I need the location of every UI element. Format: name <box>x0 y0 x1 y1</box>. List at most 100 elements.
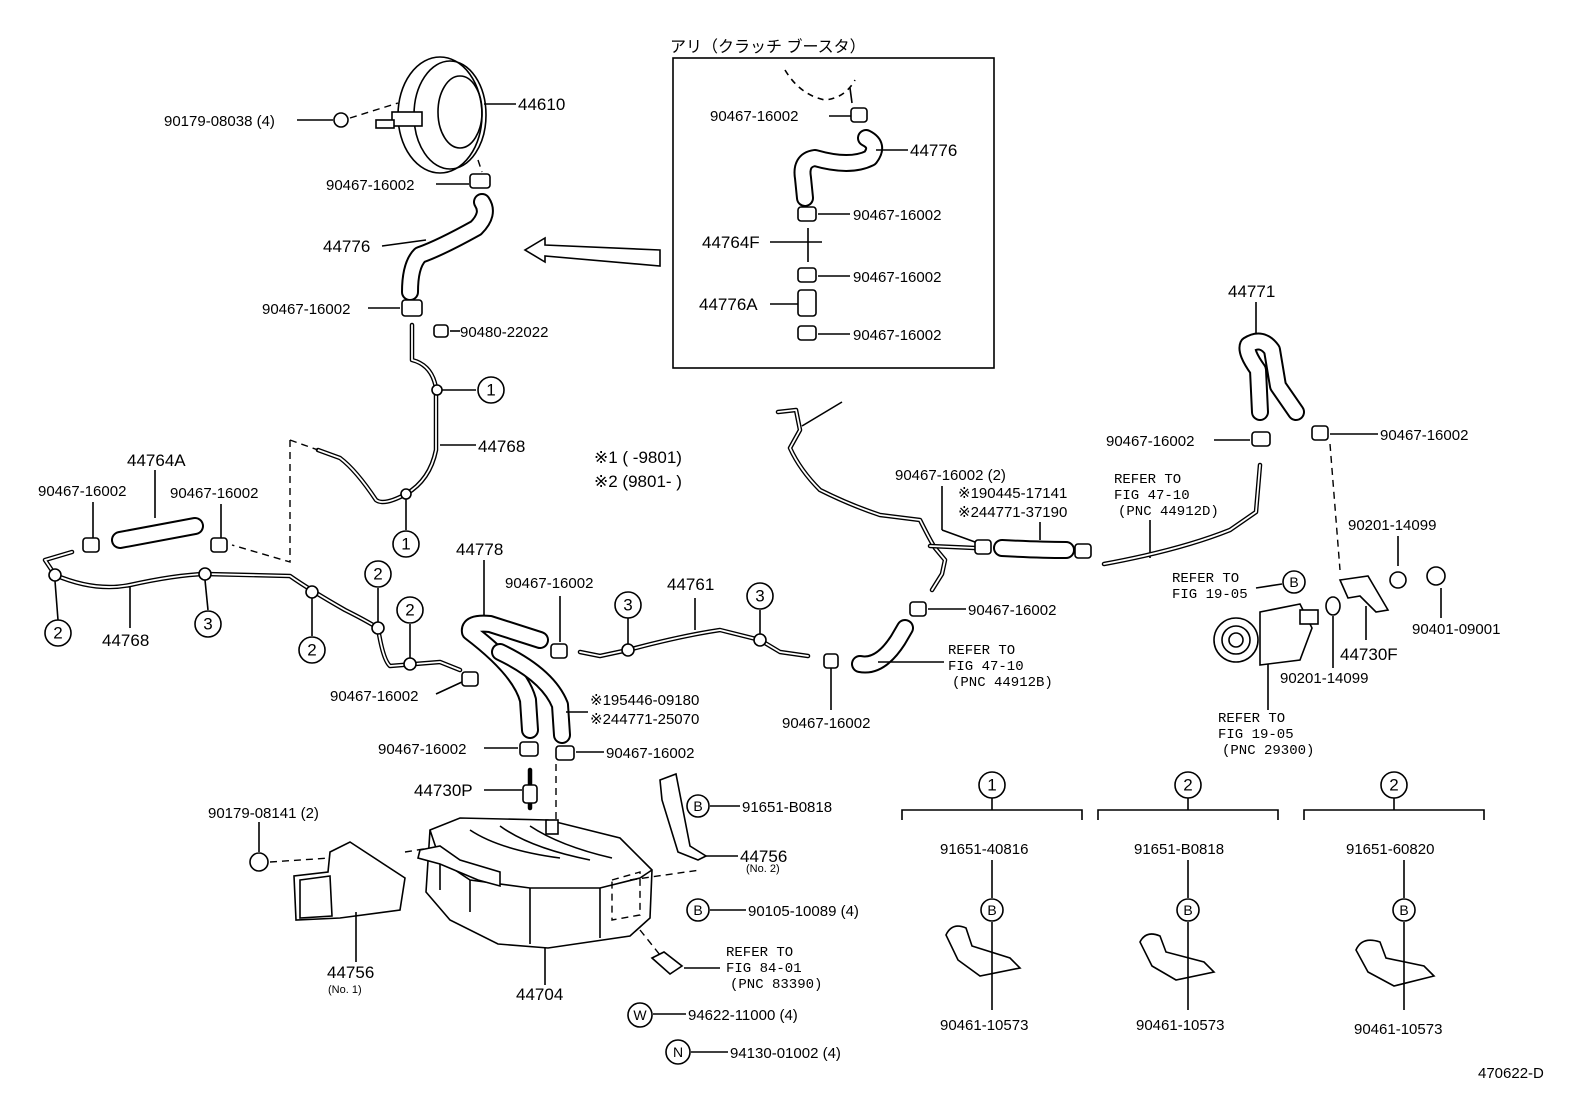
center-clamp-d <box>823 653 839 669</box>
svg-text:W: W <box>633 1007 647 1023</box>
label-left-tube: 44768 <box>102 631 149 650</box>
label-right-valve: 44730F <box>1340 645 1398 664</box>
refer-2-line-3: (PNC 44912D) <box>1118 504 1219 520</box>
svg-text:2: 2 <box>307 641 316 660</box>
refer-3-line-2: FIG 19-05 <box>1172 587 1248 603</box>
note-1: ※1 ( -9801) <box>594 448 682 467</box>
inset-label-hose: 44776 <box>910 141 957 160</box>
detail-3-clamp-part <box>1355 939 1436 987</box>
label-right-washer1: 90201-14099 <box>1348 517 1436 534</box>
right-group: 90467-16002 (2) ※190445-17141 ※244771-37… <box>775 282 1500 759</box>
left-group: 44764A 90467-16002 90467-16002 44768 904… <box>38 451 479 705</box>
svg-text:2: 2 <box>1183 776 1192 795</box>
marker-1-a <box>477 376 505 404</box>
label-booster-hose: 44776 <box>323 237 370 256</box>
inset-clamp-mid2 <box>797 267 817 283</box>
booster-tube <box>315 322 439 505</box>
label-booster-nut: 90179-08038 (4) <box>164 113 275 130</box>
detail-1-bolt: 90461-10573 <box>940 1017 1028 1034</box>
label-center-alt2: ※244771-25070 <box>590 711 699 728</box>
refer-3-line-1: REFER TO <box>1172 571 1239 587</box>
detail-2-clamp: 91651-B0818 <box>1134 841 1224 858</box>
booster-nut <box>333 112 349 128</box>
refer-4-line-2: FIG 19-05 <box>1218 727 1294 743</box>
refer-2-line-1: REFER TO <box>1114 472 1181 488</box>
svg-text:N: N <box>673 1044 683 1060</box>
label-center-hose: 44778 <box>456 540 503 559</box>
svg-text:3: 3 <box>203 615 212 634</box>
svg-text:2: 2 <box>405 601 414 620</box>
booster-grommet <box>433 324 449 338</box>
booster-clamp-2 <box>401 299 423 317</box>
label-center-clamp-e: 90467-16002 <box>968 602 1056 619</box>
label-right-hose: 44771 <box>1228 282 1275 301</box>
detail-3-bolt: 90461-10573 <box>1354 1021 1442 1038</box>
marker-B-bolt <box>686 898 710 922</box>
right-washer1 <box>1389 571 1407 589</box>
right-plug <box>1426 566 1446 586</box>
marker-3-a <box>194 610 222 638</box>
right-washer2 <box>1325 596 1341 616</box>
marker-2-a <box>44 619 72 647</box>
marker-N <box>665 1039 691 1065</box>
label-tank-clamp-b: 91651-B0818 <box>742 799 832 816</box>
refer-5-line-1: REFER TO <box>726 945 793 961</box>
svg-text:B: B <box>1399 902 1408 918</box>
left-clamp-left <box>82 537 100 553</box>
svg-text:1: 1 <box>401 535 410 554</box>
label-right-clamp-b: 90467-16002 <box>1380 427 1468 444</box>
refer-1-line-1: REFER TO <box>948 643 1015 659</box>
right-clamp-2b <box>1074 543 1092 559</box>
label-left-clamp-left: 90467-16002 <box>38 483 126 500</box>
center-clamp-b <box>519 741 539 757</box>
svg-text:B: B <box>987 902 996 918</box>
marker-3-c <box>746 582 774 610</box>
label-booster: 44610 <box>518 95 565 114</box>
right-clamp-b <box>1311 425 1329 441</box>
refer-5-line-3: (PNC 83390) <box>730 977 822 993</box>
label-center-clamp-a: 90467-16002 <box>505 575 593 592</box>
label-right-clamp2: 90467-16002 (2) <box>895 467 1006 484</box>
svg-text:B: B <box>693 798 702 814</box>
label-center-clamp-d: 90467-16002 <box>782 715 870 732</box>
label-center-tube: 44761 <box>667 575 714 594</box>
marker-3-b <box>614 591 642 619</box>
svg-text:2: 2 <box>53 624 62 643</box>
tank-group: 90179-08141 (2) 44756 (No. 1) 44704 B 91… <box>208 772 859 1065</box>
inset-label-clamp-mid2: 90467-16002 <box>853 269 941 286</box>
label-right-alt1: ※190445-17141 <box>958 485 1067 502</box>
label-booster-tube: 44768 <box>478 437 525 456</box>
inset-frame <box>672 57 995 369</box>
inset-clamp-bottom <box>797 325 817 341</box>
svg-text:3: 3 <box>755 587 764 606</box>
refer-4-line-1: REFER TO <box>1218 711 1285 727</box>
svg-text:2: 2 <box>1389 776 1398 795</box>
inset-clutch-booster: アリ（クラッチ ブースタ） 90467-16002 44776 90467-16… <box>670 37 995 369</box>
label-center-clamp-c: 90467-16002 <box>606 745 694 762</box>
inset-clamp-top <box>850 107 868 123</box>
refer-4-line-3: (PNC 29300) <box>1222 743 1314 759</box>
label-booster-grommet: 90480-22022 <box>460 324 548 341</box>
label-tank-washer: 94622-11000 (4) <box>688 1007 798 1024</box>
label-right-clamp-a: 90467-16002 <box>1106 433 1194 450</box>
detail-1-clamp: 91651-40816 <box>940 841 1028 858</box>
detail-2-clamp-part <box>1139 933 1216 981</box>
marker-2-d <box>396 596 424 624</box>
label-center-valve: 44730P <box>414 781 473 800</box>
inset-tee <box>798 228 822 262</box>
label-right-washer2: 90201-14099 <box>1280 670 1368 687</box>
inset-clamp-mid1 <box>797 206 817 222</box>
svg-text:B: B <box>693 902 702 918</box>
inset-arrow <box>523 236 661 267</box>
center-clamp-e <box>909 601 927 617</box>
vsv-actuator <box>1213 603 1319 666</box>
tank-bracket-1 <box>293 841 406 921</box>
detail-2-bolt: 90461-10573 <box>1136 1017 1224 1034</box>
marker-B-right <box>1282 570 1306 594</box>
inset-label-clamp-mid1: 90467-16002 <box>853 207 941 224</box>
right-clamp-2a <box>974 539 992 555</box>
label-right-plug: 90401-09001 <box>1412 621 1500 638</box>
marker-2-b <box>298 636 326 664</box>
inset-label-tee: 44764F <box>702 233 760 252</box>
